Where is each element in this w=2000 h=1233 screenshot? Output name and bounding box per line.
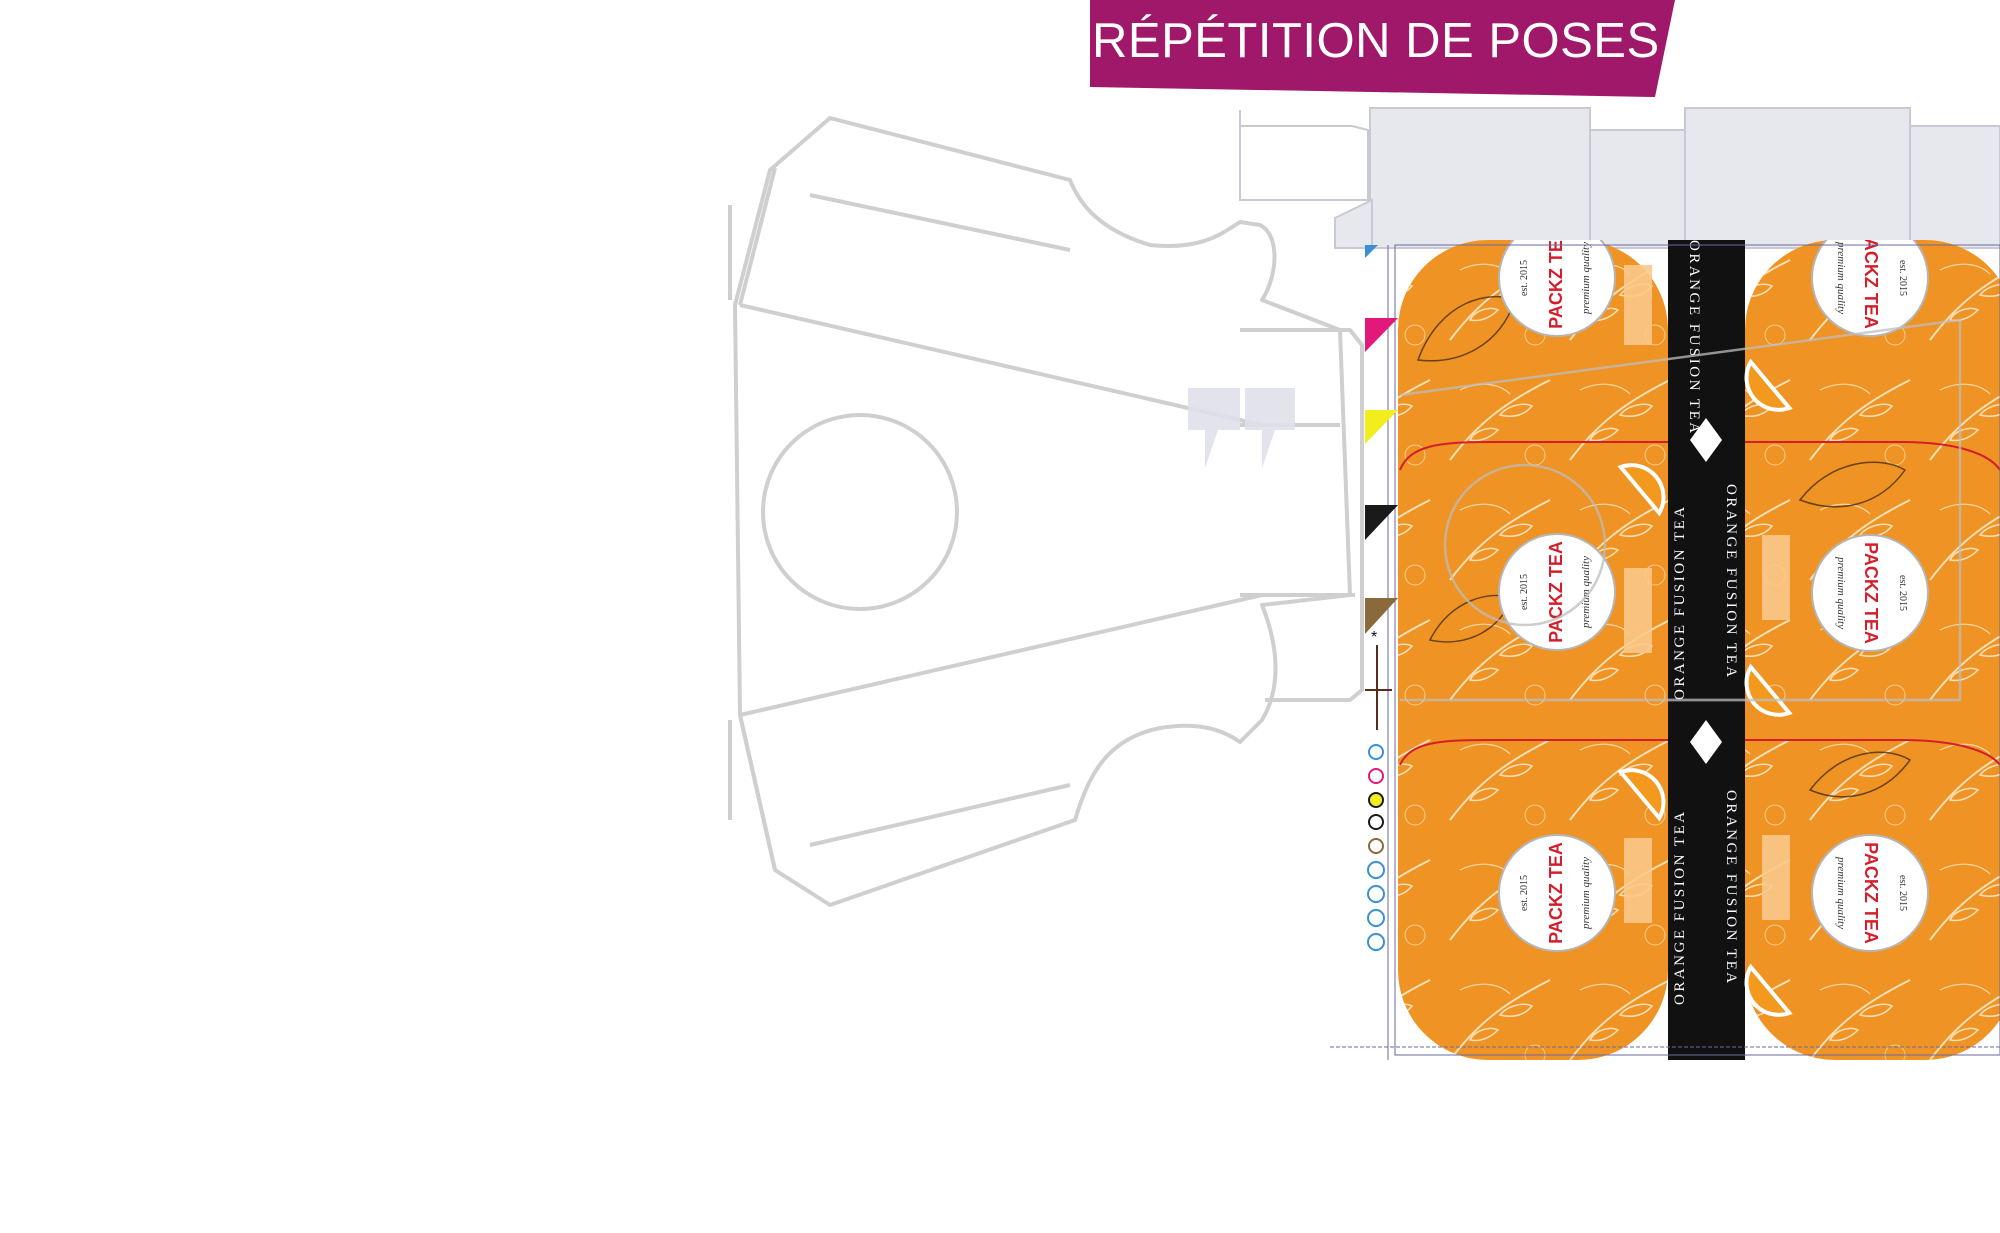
badge-brand: PACKZ TEA xyxy=(1546,541,1566,643)
top-die-pieces xyxy=(1239,107,2000,249)
color-patch-icon xyxy=(1365,318,1398,352)
badge: PACKZ TEA est. 2015 premium quality xyxy=(1498,834,1616,952)
svg-text:*: * xyxy=(1371,629,1377,646)
diamond-icon xyxy=(1690,418,1722,462)
band-text: ORANGE FUSION TEA xyxy=(1672,809,1688,1005)
badge-est: est. 2015 xyxy=(1519,875,1530,911)
band-text: ORANGE FUSION TEA xyxy=(1723,484,1739,680)
orange-slice-icon xyxy=(1744,663,1793,717)
badge-quality: premium quality xyxy=(1580,857,1592,930)
badge: PACKZ TEA est. 2015 premium quality xyxy=(1811,227,1929,337)
ghost-shapes xyxy=(1188,388,1295,468)
orange-slice-icon xyxy=(1617,768,1666,822)
orange-slice-icon xyxy=(1617,463,1666,517)
leaf-icon xyxy=(1798,461,1907,508)
badge: PACKZ TEA est. 2015 premium quality xyxy=(1498,533,1616,651)
badge-est: est. 2015 xyxy=(1897,875,1908,911)
sheet-frame xyxy=(1330,244,2000,1060)
badge-quality: premium quality xyxy=(1580,556,1592,629)
badge-est: est. 2015 xyxy=(1897,575,1908,611)
badge-quality: premium quality xyxy=(1835,556,1847,629)
ink-circles xyxy=(1367,744,1385,951)
dieline-box xyxy=(728,116,1364,907)
badge-est: est. 2015 xyxy=(1897,260,1908,296)
black-band xyxy=(1668,240,1745,1060)
color-patch-icon xyxy=(1365,245,1378,258)
leaf-icon xyxy=(1808,751,1912,798)
badge-brand: PACKZ TEA xyxy=(1861,227,1881,329)
badge-est: est. 2015 xyxy=(1519,260,1530,296)
badge-brand: PACKZ TEA xyxy=(1546,842,1566,944)
badge-quality: premium quality xyxy=(1580,242,1592,315)
band-text: ORANGE FUSION TEA xyxy=(1686,240,1702,436)
orange-slices xyxy=(1617,358,1793,1017)
band-text: ORANGE FUSION TEA xyxy=(1723,790,1739,986)
banner-title: RÉPÉTITION DE POSES xyxy=(1092,14,1660,68)
badge-quality: premium quality xyxy=(1835,856,1847,929)
registration-mark-icon: * xyxy=(1365,629,1392,730)
orange-slice-icon xyxy=(1744,963,1793,1017)
badge: PACKZ TEA est. 2015 premium quality xyxy=(1811,534,1929,652)
color-bars xyxy=(1365,245,1398,634)
orange-slice-icon xyxy=(1744,358,1793,412)
band-text: ORANGE FUSION TEA xyxy=(1672,504,1688,700)
color-patch-icon xyxy=(1365,410,1398,444)
badge-brand: PACKZ TEA xyxy=(1546,227,1566,329)
color-patch-icon xyxy=(1365,505,1398,540)
badge: PACKZ TEA est. 2015 premium quality xyxy=(1498,227,1616,337)
badge-est: est. 2015 xyxy=(1519,574,1530,610)
print-sheet: ORANGE FUSION TEA ORANGE FUSION TEA ORAN… xyxy=(1398,227,2000,1060)
badge-brand: PACKZ TEA xyxy=(1861,842,1881,944)
badge-brand: PACKZ TEA xyxy=(1861,542,1881,644)
color-patch-icon xyxy=(1365,598,1398,634)
badge-quality: premium quality xyxy=(1835,241,1847,314)
badge: PACKZ TEA est. 2015 premium quality xyxy=(1811,834,1929,952)
banner-shape xyxy=(1090,0,1675,97)
diamond-icon xyxy=(1690,720,1722,764)
